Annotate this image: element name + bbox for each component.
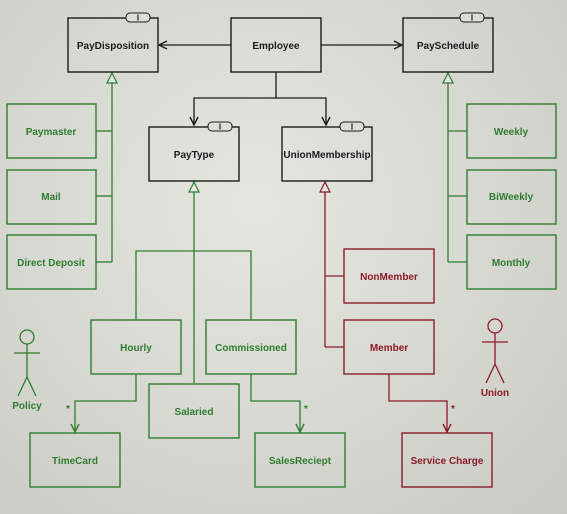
hourly-to-timecard-arrow xyxy=(75,374,137,432)
class-label: Service Charge xyxy=(411,456,484,467)
class-timecard[interactable]: TimeCard xyxy=(29,432,121,488)
class-label: SalesReciept xyxy=(269,456,332,467)
class-label: PayType xyxy=(174,150,215,161)
class-paydisposition[interactable]: PayDisposition I xyxy=(67,12,159,73)
class-nonmember[interactable]: NonMember xyxy=(343,248,435,304)
class-label: NonMember xyxy=(360,272,418,283)
stick-figure-icon xyxy=(482,318,508,384)
member-to-service-charge-arrow xyxy=(388,374,447,432)
multiplicity-salesreciept: * xyxy=(304,404,308,415)
actor-label: Policy xyxy=(12,401,42,412)
svg-text:I: I xyxy=(351,123,353,132)
interface-marker: I xyxy=(339,121,365,132)
class-weekly[interactable]: Weekly xyxy=(466,103,557,159)
class-employee[interactable]: Employee xyxy=(230,17,322,73)
class-label: UnionMembership xyxy=(283,150,370,161)
employee-to-paytype-arrow xyxy=(194,72,277,125)
connectors: * * * xyxy=(66,45,467,432)
multiplicity-timecard: * xyxy=(66,404,70,415)
class-mail[interactable]: Mail xyxy=(6,169,97,225)
multiplicity-service-charge: * xyxy=(451,404,455,415)
class-unionmembership[interactable]: UnionMembership I xyxy=(281,121,373,182)
class-label: Paymaster xyxy=(26,127,77,138)
class-label: BiWeekly xyxy=(489,192,534,203)
class-label: Hourly xyxy=(120,343,152,354)
class-service-charge[interactable]: Service Charge xyxy=(401,432,493,488)
class-salaried[interactable]: Salaried xyxy=(148,383,240,439)
employee-to-unionmembership-arrow xyxy=(276,97,326,125)
class-label: PayDisposition xyxy=(77,41,149,52)
class-salesreciept[interactable]: SalesReciept xyxy=(254,432,346,488)
svg-text:I: I xyxy=(137,14,139,23)
class-monthly[interactable]: Monthly xyxy=(466,234,557,290)
class-label: Direct Deposit xyxy=(17,258,85,269)
svg-text:I: I xyxy=(219,123,221,132)
stick-figure-icon xyxy=(14,329,40,397)
class-label: TimeCard xyxy=(52,456,98,467)
class-label: Member xyxy=(370,343,408,354)
actor-label: Union xyxy=(481,388,509,399)
interface-marker: I xyxy=(125,12,151,23)
interface-marker: I xyxy=(207,121,233,132)
class-hourly[interactable]: Hourly xyxy=(90,319,182,375)
class-commissioned[interactable]: Commissioned xyxy=(205,319,297,375)
interface-marker: I xyxy=(459,12,485,23)
class-paymaster[interactable]: Paymaster xyxy=(6,103,97,159)
commissioned-to-salesreciept-arrow xyxy=(250,374,300,432)
hourly-connector xyxy=(135,250,252,320)
class-member[interactable]: Member xyxy=(343,319,435,375)
class-label: Weekly xyxy=(494,127,529,138)
class-label: Commissioned xyxy=(215,343,287,354)
class-label: Monthly xyxy=(492,258,531,269)
svg-text:I: I xyxy=(471,14,473,23)
actor-policy[interactable]: Policy xyxy=(12,329,42,412)
class-payschedule[interactable]: PaySchedule I xyxy=(402,12,494,73)
class-biweekly[interactable]: BiWeekly xyxy=(466,169,557,225)
actor-union[interactable]: Union xyxy=(481,318,509,399)
class-label: Employee xyxy=(252,41,300,52)
class-label: Mail xyxy=(41,192,61,203)
class-label: Salaried xyxy=(175,407,214,418)
class-direct-deposit[interactable]: Direct Deposit xyxy=(6,234,97,290)
class-label: PaySchedule xyxy=(417,41,480,52)
class-paytype[interactable]: PayType I xyxy=(148,121,240,182)
